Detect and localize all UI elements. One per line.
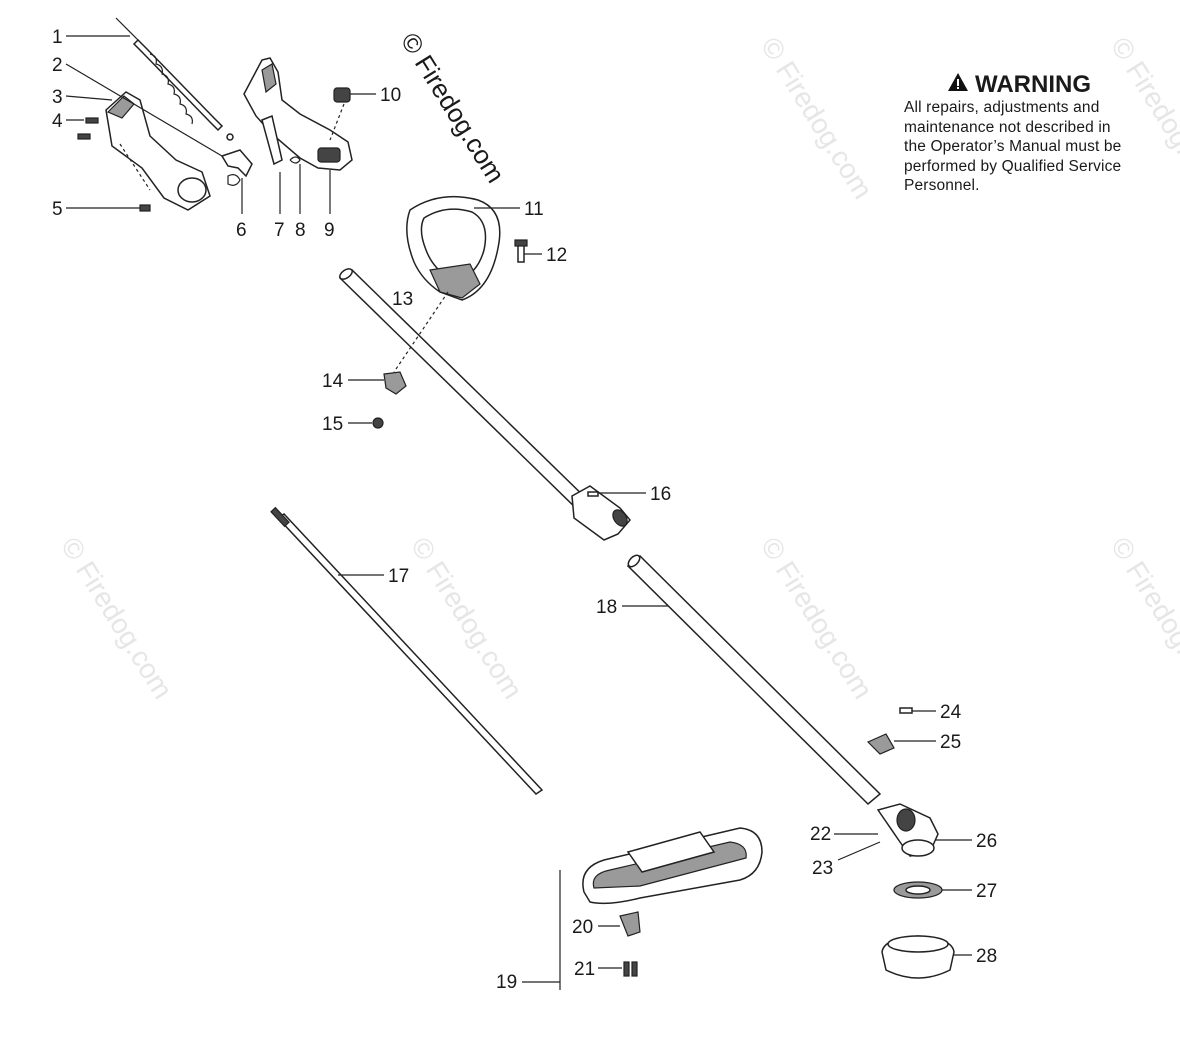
warning-notice: WARNING All repairs, adjustments and mai… [904,72,1174,196]
guard-19 [582,827,763,905]
callout-19: 19 [496,972,517,993]
callout-26: 26 [976,831,997,852]
callout-numbers: 1 2 3 4 5 6 7 8 9 10 11 12 13 14 15 16 1… [52,27,997,993]
knob-15 [372,417,384,429]
callout-15: 15 [322,414,343,435]
warning-line: All repairs, adjustments and [904,99,1100,116]
spring-8 [289,156,301,164]
callout-5: 5 [52,199,63,220]
warning-line: the Operator’s Manual must be [904,138,1122,155]
throttle-cable [115,17,234,141]
callout-12: 12 [546,245,567,266]
callout-16: 16 [650,484,671,505]
screws-4 [77,117,151,191]
callout-7: 7 [274,220,285,241]
callout-27: 27 [976,881,997,902]
switch-10 [329,87,351,141]
callout-13: 13 [392,289,413,310]
watermark-tile: © Firedog.com [405,532,529,704]
callout-17: 17 [388,566,409,587]
warning-title-row: WARNING [904,72,1174,98]
bracket-25 [866,733,895,755]
callout-8: 8 [295,220,306,241]
drive-shaft-17 [270,506,544,795]
leader-dashed-14 [393,291,449,373]
watermark-tile: © Firedog.com [1105,532,1180,704]
callout-11: 11 [524,199,544,220]
callout-4: 4 [52,111,63,132]
callout-6: 6 [236,220,247,241]
warning-line: Personnel. [904,177,980,194]
washer-27 [893,881,943,899]
leader-lines [65,35,972,983]
warning-text: All repairs, adjustments and maintenance… [904,98,1174,196]
callout-22: 22 [810,824,831,845]
assist-handle-11 [406,195,501,301]
gear-head-26 [876,803,939,857]
bracket-20 [619,911,641,937]
coupler-16 [571,485,631,541]
copyright-stamp: © Firedog.com [395,27,511,188]
callout-10: 10 [380,85,401,106]
callout-28: 28 [976,946,997,967]
screws-21 [623,961,638,977]
callout-2: 2 [52,55,63,76]
trimmer-head-28 [881,935,955,979]
callout-24: 24 [940,702,962,723]
callout-23: 23 [812,858,833,879]
callout-18: 18 [596,597,617,618]
watermark-tile: © Firedog.com [755,32,879,204]
warning-line: performed by Qualified Service [904,157,1122,175]
watermark-tile: © Firedog.com [755,532,879,704]
watermark-tile: © Firedog.com [55,532,179,704]
callout-3: 3 [52,87,63,108]
upper-shaft-13 [338,268,598,517]
warning-triangle-icon [947,72,969,98]
bolt-12 [514,239,528,263]
trigger-6 [220,149,253,186]
screw-5 [139,204,151,212]
callout-1: 1 [52,27,63,48]
clamp-14 [383,371,407,395]
warning-line: maintenance not described in [904,118,1111,136]
lower-shaft-18 [626,554,882,806]
callout-20: 20 [572,917,593,938]
handle-body-9 [243,57,353,171]
screw-24 [899,707,913,714]
callout-25: 25 [940,732,961,753]
callout-9: 9 [324,220,335,241]
callout-14: 14 [322,371,344,392]
handle-cover [105,91,211,211]
callout-21: 21 [574,959,595,980]
warning-title: WARNING [975,71,1091,98]
